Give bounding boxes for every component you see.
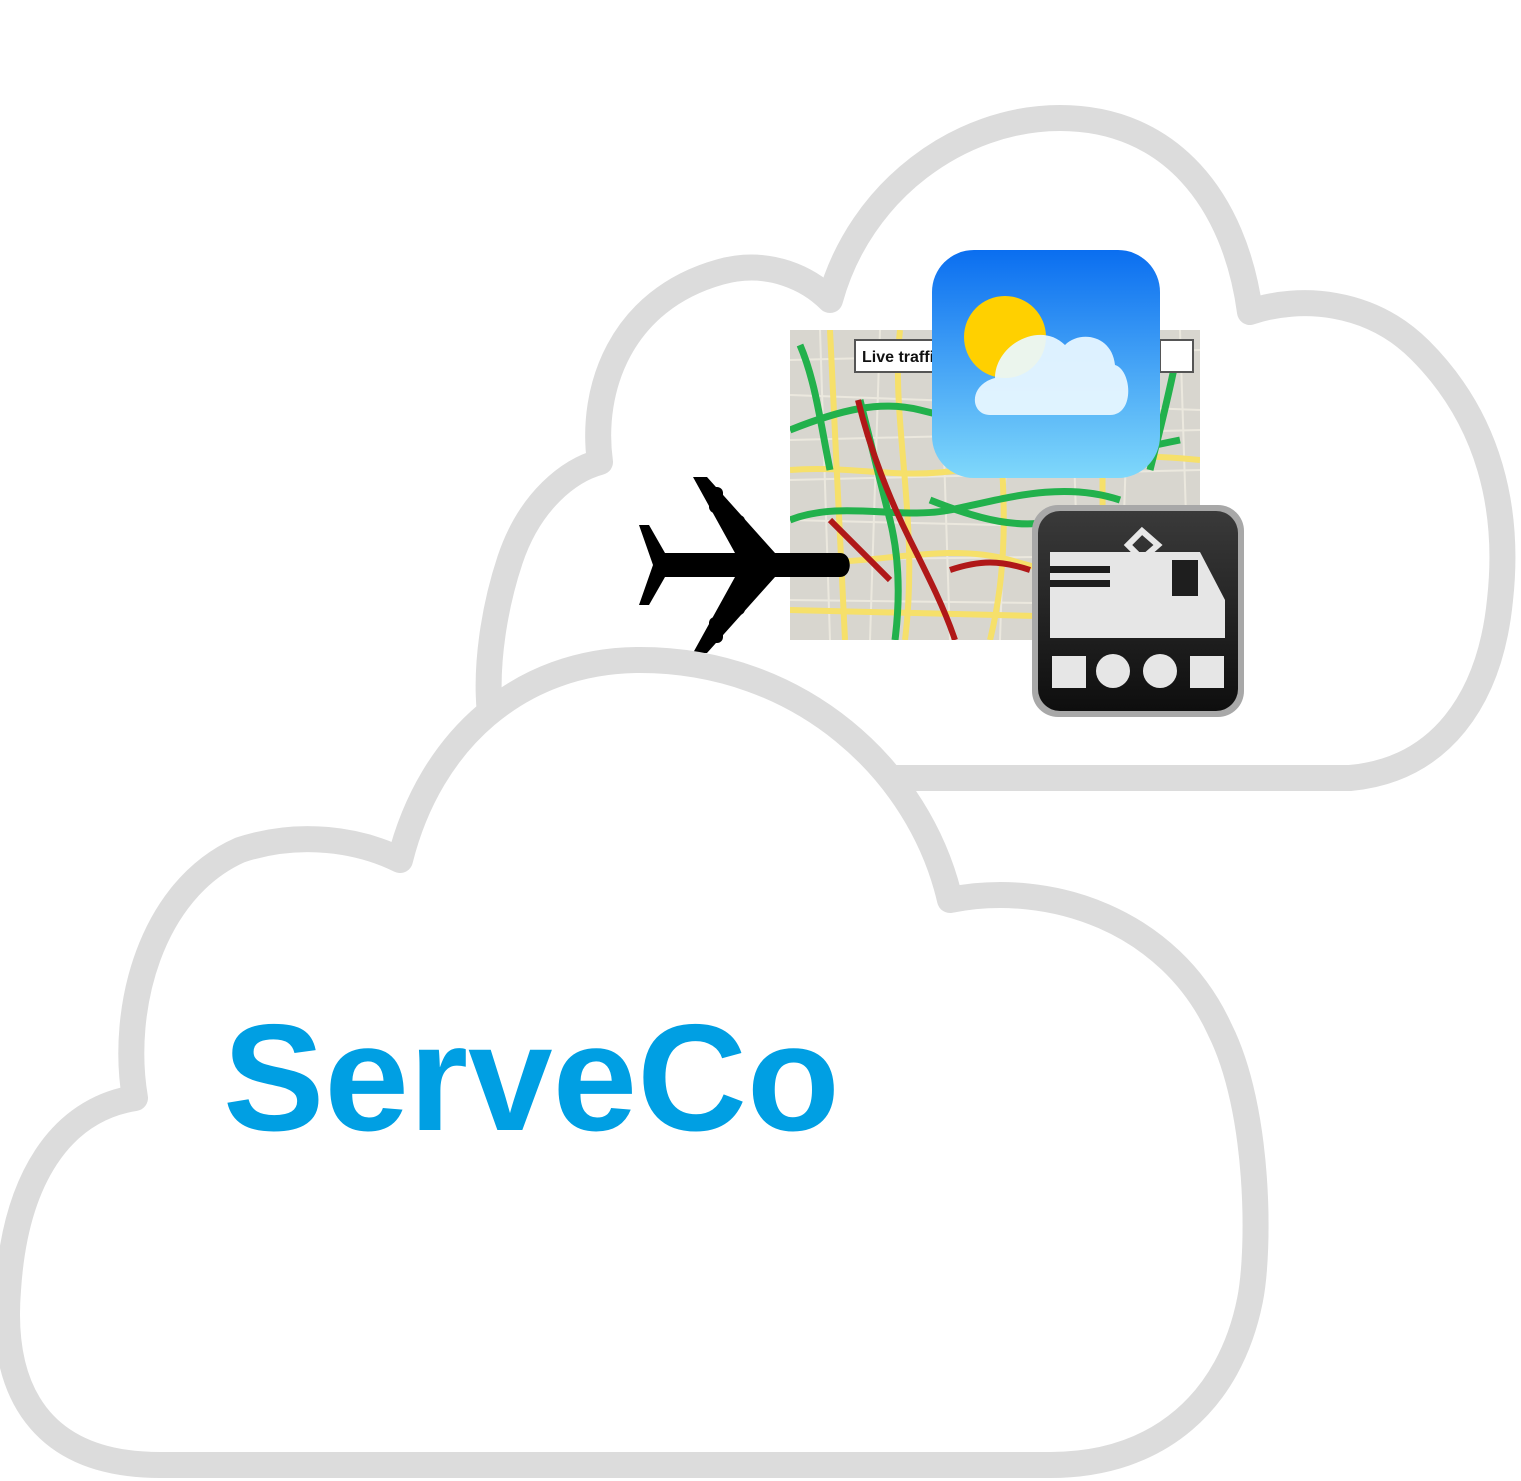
train-icon (1032, 505, 1244, 717)
serveco-title: ServeCo (223, 993, 840, 1163)
airplane-icon (639, 477, 850, 653)
front-cloud-icon (0, 647, 1269, 1478)
live-traffic-label: Live traffic (862, 349, 943, 366)
weather-icon (932, 250, 1160, 478)
